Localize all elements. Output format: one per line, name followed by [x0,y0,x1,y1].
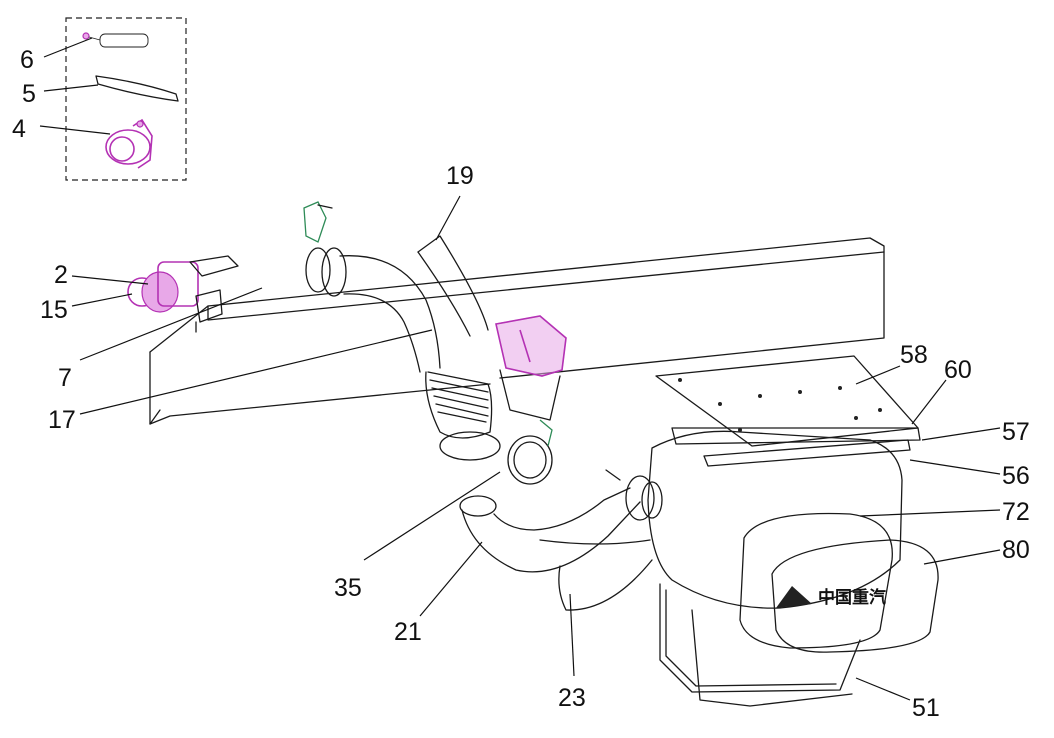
callout-21: 21 [394,618,422,646]
callout-17: 17 [48,406,76,434]
muffler-mount-bracket [495,315,567,421]
tail-pipe-19 [417,235,489,337]
callout-56: 56 [1002,462,1030,490]
pipe-bracket [303,201,333,243]
callout-51: 51 [912,694,940,722]
connecting-pipe-21 [459,487,641,573]
part-4-clamp [105,118,153,169]
muffler-body-72 [647,430,903,609]
logo-text: 中国重汽 [818,587,886,608]
callout-2: 2 [54,261,68,289]
callout-4: 4 [12,115,26,143]
callout-60: 60 [944,356,972,384]
callout-57: 57 [1002,418,1030,446]
callout-15: 15 [40,296,68,324]
callout-23: 23 [558,684,586,712]
callout-80: 80 [1002,536,1030,564]
pipe-inlet-clamps [305,247,347,297]
flange-clamp-35 [507,419,553,485]
heat-shield-plate-58 [655,355,921,467]
callout-7: 7 [58,364,72,392]
callout-72: 72 [1002,498,1030,526]
cnhtc-logo-triangle-icon [776,586,812,608]
leader-lines [39,37,1001,701]
callout-numbers: 6 5 4 2 15 7 17 19 35 21 23 58 60 57 56 … [12,46,1030,722]
callout-5: 5 [22,80,36,108]
inset-parts-box [65,17,187,181]
callout-6: 6 [20,46,34,74]
exhaust-brake-valve [127,255,239,333]
support-frame-51 [659,583,861,707]
exhaust-pipe-17 [339,255,501,461]
branch-pipe-23 [539,539,653,611]
callout-19: 19 [446,162,474,190]
muffler-inlet-clamp [605,469,663,521]
decorative-cover-80: 中国重汽 [739,512,939,653]
callout-58: 58 [900,341,928,369]
part-6-sensor [82,32,149,48]
callout-35: 35 [334,574,362,602]
part-5-strap [95,75,179,102]
